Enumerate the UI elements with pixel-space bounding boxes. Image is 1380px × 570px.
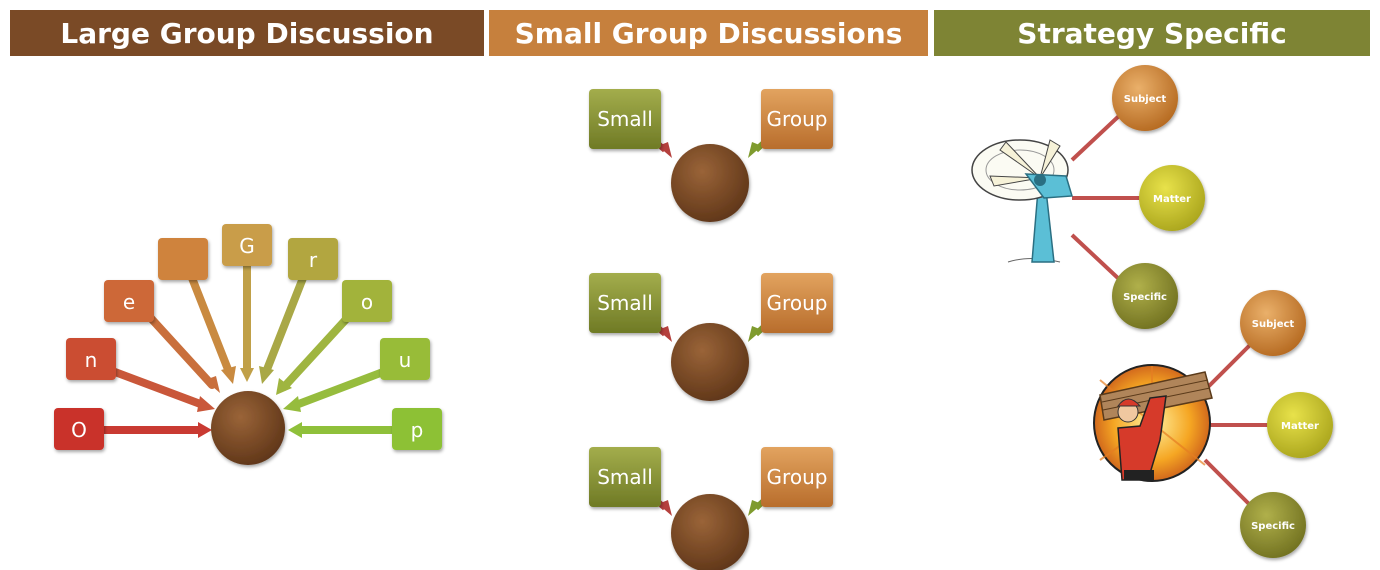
node-specific-label: Specific bbox=[1123, 292, 1167, 303]
group-label: Group bbox=[767, 291, 828, 315]
letter-r: r bbox=[309, 248, 318, 272]
letter-box-g bbox=[222, 224, 272, 266]
small-box bbox=[589, 447, 661, 507]
letter-box-r bbox=[288, 238, 338, 280]
node-specific-label: Specific bbox=[1251, 521, 1295, 532]
letter-g: G bbox=[239, 234, 255, 258]
small-group-hub bbox=[671, 323, 749, 401]
large-group-fan: O n e G r o u p bbox=[54, 224, 442, 465]
arrowhead-o2 bbox=[276, 378, 292, 395]
node-subject bbox=[1240, 290, 1306, 356]
wind-turbine-icon bbox=[971, 139, 1073, 263]
arrow-blank bbox=[188, 274, 233, 376]
strategy-cluster-2: Subject Matter Specific bbox=[1093, 290, 1333, 558]
node-matter bbox=[1139, 165, 1205, 231]
arrowhead-r bbox=[259, 366, 274, 384]
arrow-o2 bbox=[280, 311, 354, 391]
letter-e: e bbox=[123, 290, 135, 314]
letter-box-o bbox=[54, 408, 104, 450]
strategy-cluster-1: Subject Matter Specific bbox=[971, 65, 1205, 329]
group-box bbox=[761, 273, 833, 333]
arrow-n bbox=[111, 368, 207, 409]
arrowhead-p bbox=[288, 422, 302, 438]
small-box bbox=[589, 273, 661, 333]
letter-u: u bbox=[399, 348, 412, 372]
letter-box-n bbox=[66, 338, 116, 380]
small-group-unit-3: Small Group bbox=[589, 447, 833, 570]
letter-n: n bbox=[85, 348, 98, 372]
arrowhead-n bbox=[197, 396, 215, 412]
node-matter-label: Matter bbox=[1281, 421, 1319, 432]
header-small-group-discussions: Small Group Discussions bbox=[489, 10, 928, 56]
group-box bbox=[761, 89, 833, 149]
arrowhead-e bbox=[205, 376, 220, 393]
small-box bbox=[589, 89, 661, 149]
small-label: Small bbox=[597, 291, 653, 315]
header-strategy-specific: Strategy Specific bbox=[934, 10, 1370, 56]
large-group-hub bbox=[211, 391, 285, 465]
node-specific bbox=[1240, 492, 1306, 558]
small-label: Small bbox=[597, 107, 653, 131]
arrowhead-o bbox=[198, 422, 212, 438]
small-group-hub bbox=[671, 494, 749, 570]
arrowhead-u bbox=[283, 396, 301, 412]
letter-p: p bbox=[411, 418, 424, 442]
node-matter-label: Matter bbox=[1153, 194, 1191, 205]
node-subject-label: Subject bbox=[1252, 319, 1295, 330]
arrow-r bbox=[262, 274, 307, 376]
small-group-hub bbox=[671, 144, 749, 222]
node-subject bbox=[1112, 65, 1178, 131]
letter-o2: o bbox=[361, 290, 373, 314]
node-subject-label: Subject bbox=[1124, 94, 1167, 105]
group-box bbox=[761, 447, 833, 507]
letter-box-u bbox=[380, 338, 430, 380]
group-label: Group bbox=[767, 465, 828, 489]
small-group-unit-2: Small Group bbox=[589, 273, 833, 401]
letter-box-p bbox=[392, 408, 442, 450]
node-specific bbox=[1112, 263, 1178, 329]
letter-o: O bbox=[71, 418, 87, 442]
letter-box-o2 bbox=[342, 280, 392, 322]
arrowhead-g bbox=[240, 368, 254, 382]
worker-lumber-icon bbox=[1093, 364, 1213, 482]
letter-box-blank bbox=[158, 238, 208, 280]
node-matter bbox=[1267, 392, 1333, 458]
letter-box-e bbox=[104, 280, 154, 322]
small-group-unit-1: Small Group bbox=[589, 89, 833, 222]
arrowhead-blank bbox=[221, 366, 236, 384]
small-label: Small bbox=[597, 465, 653, 489]
arrow-u bbox=[292, 368, 387, 409]
arrow-e bbox=[144, 311, 216, 389]
header-large-group-discussion: Large Group Discussion bbox=[10, 10, 484, 56]
group-label: Group bbox=[767, 107, 828, 131]
